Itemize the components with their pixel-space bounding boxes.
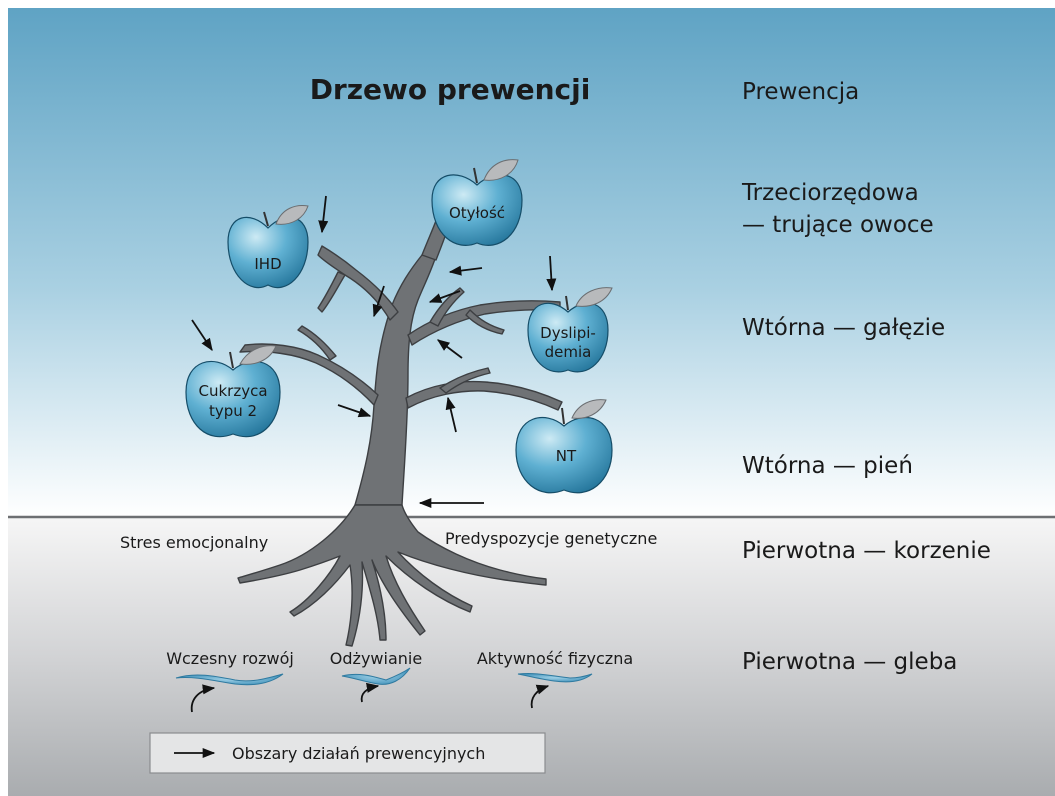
apple-ihd-leaf <box>275 205 309 225</box>
legend-label: Obszary działań prewencyjnych <box>232 744 485 763</box>
roots <box>237 504 547 647</box>
branch-dysl-twig-2 <box>429 287 465 327</box>
worm-development <box>175 673 284 686</box>
apple-dyslipidemia-body <box>527 302 609 373</box>
soil-label-activity: Aktywność fizyczna <box>477 649 633 668</box>
apple-ihd <box>227 205 309 289</box>
apple-ihd-body <box>227 216 309 289</box>
apple-diabetes-leaf <box>239 345 277 365</box>
soil-label-development: Wczesny rozwój <box>166 649 294 668</box>
arrow-trunk-side <box>337 404 372 418</box>
branch-dysl-twig-1 <box>465 309 505 335</box>
root-label-stress: Stres emocjonalny <box>120 533 268 552</box>
arrow-ihd-branch <box>372 285 385 318</box>
apple-dyslipidemia-stem <box>565 295 569 311</box>
arrow-dysl-lower <box>436 339 463 359</box>
worm-activity <box>517 673 593 683</box>
apple-dyslipidemia-label-2: demia <box>545 343 592 361</box>
apple-obesity-leaf <box>483 159 519 181</box>
apple-nt <box>515 399 613 494</box>
soil-label-nutrition: Odżywianie <box>330 649 422 668</box>
diagram-title: Drzewo prewencji <box>310 73 591 106</box>
apple-obesity-label: Otyłość <box>449 204 505 222</box>
soil-worms <box>175 667 593 686</box>
arrow-obesity-branch <box>448 265 483 276</box>
level-primary-roots: Pierwotna — korzenie <box>742 538 991 564</box>
apple-diabetes-label-1: Cukrzyca <box>198 382 267 400</box>
root-label-genetic: Predyspozycje genetyczne <box>445 529 657 548</box>
arrow-activity <box>530 684 550 709</box>
worm-nutrition <box>341 667 411 685</box>
apple-diabetes <box>185 345 281 438</box>
branch-diabetes-twig <box>297 325 337 361</box>
apple-dyslipidemia <box>527 287 613 373</box>
level-secondary-trunk: Wtórna — pień <box>742 453 913 479</box>
apple-diabetes-body <box>185 361 281 438</box>
level-tertiary-line1: Trzeciorzędowa <box>741 180 919 206</box>
arrow-diabetes <box>191 319 213 352</box>
prevention-arrows <box>191 195 557 509</box>
legend: Obszary działań prewencyjnych <box>149 732 546 774</box>
level-primary-soil: Pierwotna — gleba <box>742 649 957 675</box>
apple-dyslipidemia-label-1: Dyslipi- <box>540 324 596 342</box>
arrow-ihd <box>318 195 329 234</box>
level-secondary-branches: Wtórna — gałęzie <box>742 315 945 341</box>
arrow-nt-branch <box>445 396 457 433</box>
column-header: Prewencja <box>742 79 859 105</box>
branch-nt-twig <box>439 367 491 394</box>
soil-arrows <box>190 682 550 713</box>
apple-nt-stem <box>561 407 565 425</box>
arrow-dyslipidemia <box>546 255 557 292</box>
arrow-development <box>190 684 216 713</box>
level-tertiary-line2: — trujące owoce <box>742 212 934 238</box>
legend-box <box>149 732 546 774</box>
arrow-nutrition <box>360 682 380 703</box>
apple-nt-leaf <box>571 399 607 419</box>
apple-obesity-stem <box>473 167 478 184</box>
arrow-dysl-branch <box>428 290 461 303</box>
apple-obesity-body <box>431 174 523 246</box>
apple-dyslipidemia-leaf <box>575 287 613 307</box>
apple-diabetes-stem <box>229 351 234 369</box>
apple-ihd-stem <box>263 211 269 227</box>
apple-ihd-label: IHD <box>254 255 281 273</box>
apple-nt-body <box>515 417 613 494</box>
branch-ihd-twig <box>317 271 346 313</box>
apple-diabetes-label-2: typu 2 <box>209 402 257 420</box>
apple-nt-label: NT <box>556 447 577 465</box>
apple-obesity <box>431 159 523 246</box>
